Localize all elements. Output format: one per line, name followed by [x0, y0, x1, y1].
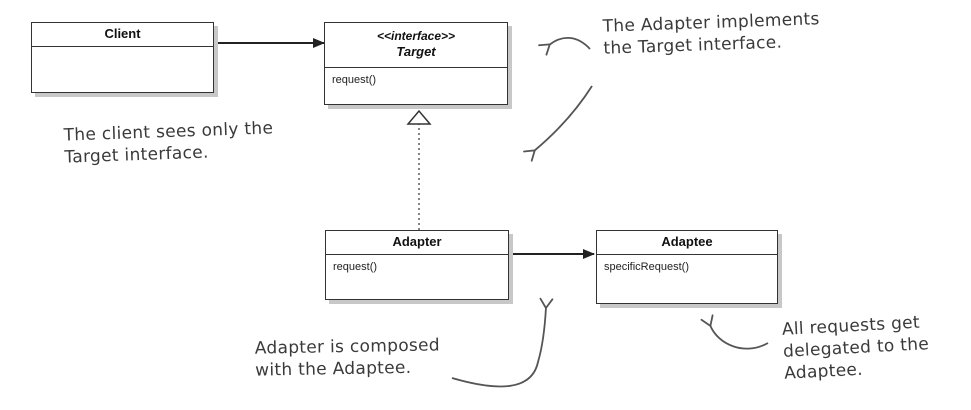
- target-stereotype: <<interface>>: [376, 29, 456, 43]
- client-class: Client: [31, 22, 214, 93]
- target-interface: <<interface>> Target request(): [324, 22, 508, 105]
- adaptee-class: Adaptee specificRequest(): [596, 230, 778, 304]
- client-class-body: [32, 47, 213, 59]
- target-interface-name: Target: [396, 44, 436, 59]
- composed-arrow: [451, 297, 554, 388]
- adapter-method: request(): [333, 261, 378, 273]
- adaptee-method: specificRequest(): [604, 261, 689, 273]
- client-class-name: Client: [32, 23, 213, 47]
- note-requests-delegated: All requests get delegated to the Adapte…: [781, 311, 930, 385]
- implements-curl-arrow: [538, 37, 591, 56]
- note-client-sees: The client sees only the Target interfac…: [63, 117, 274, 168]
- adaptee-class-name: Adaptee: [597, 231, 777, 255]
- note-line: Adapter is composed: [254, 335, 441, 359]
- target-method: request(): [332, 74, 377, 86]
- note-adapter-composed: Adapter is composed with the Adaptee.: [255, 334, 441, 381]
- note-line: with the Adaptee.: [255, 357, 412, 381]
- target-interface-header: <<interface>> Target: [325, 23, 507, 68]
- delegated-arrow: [700, 314, 769, 350]
- implements-pointer-arrow: [523, 85, 593, 162]
- realization-triangle: [406, 109, 432, 125]
- adapter-class: Adapter request(): [325, 230, 509, 300]
- adapter-class-name: Adapter: [326, 231, 508, 255]
- note-adapter-implements: The Adapter implements the Target interf…: [602, 8, 820, 60]
